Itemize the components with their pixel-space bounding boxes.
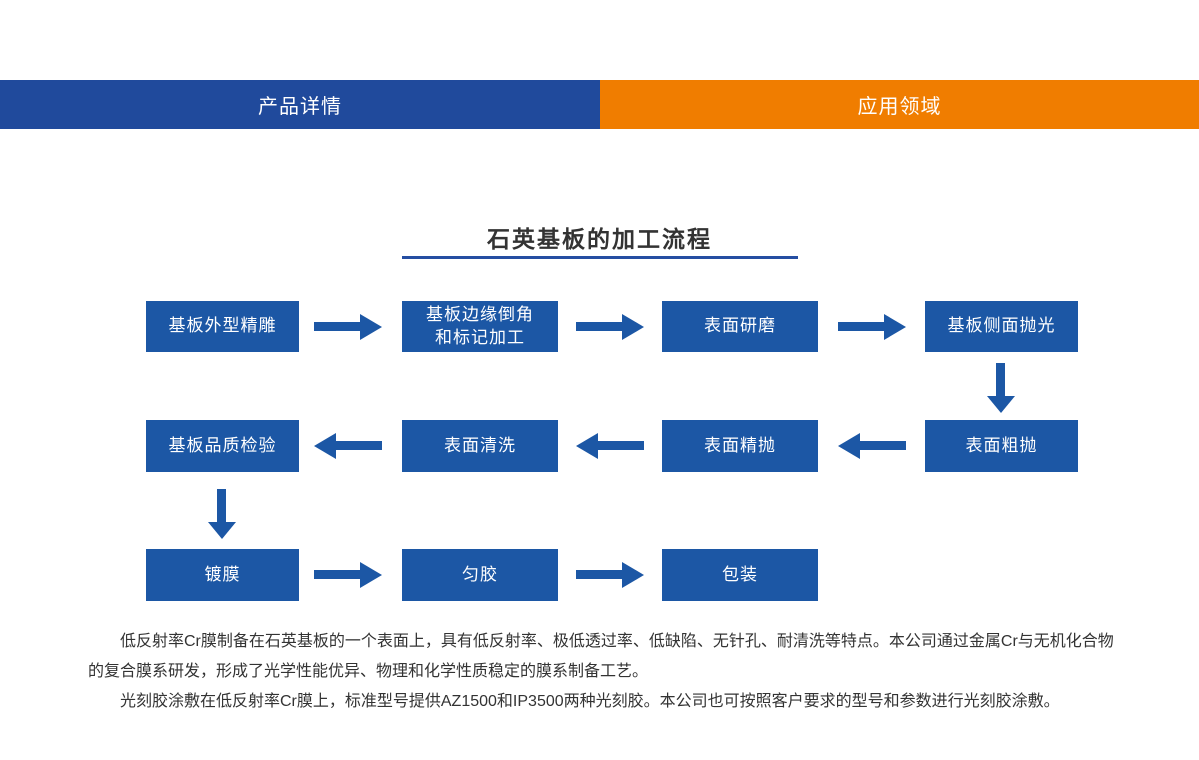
arrow-left-icon xyxy=(838,433,906,459)
flow-step-surface-grinding: 表面研磨 xyxy=(662,301,818,352)
arrow-down-icon xyxy=(208,489,236,539)
arrow-right-icon xyxy=(314,314,382,340)
flow-step-packaging: 包装 xyxy=(662,549,818,601)
flow-step-coating: 镀膜 xyxy=(146,549,299,601)
flow-step-quality-inspection: 基板品质检验 xyxy=(146,420,299,472)
flow-step-side-polishing: 基板侧面抛光 xyxy=(925,301,1078,352)
page-title: 石英基板的加工流程 xyxy=(487,226,712,252)
tab-application-areas[interactable]: 应用领域 xyxy=(600,80,1199,129)
arrow-left-icon xyxy=(576,433,644,459)
flow-step-surface-cleaning: 表面清洗 xyxy=(402,420,558,472)
flow-step-fine-polishing: 表面精抛 xyxy=(662,420,818,472)
flow-step-rough-polishing: 表面粗抛 xyxy=(925,420,1078,472)
flow-step-substrate-outline-carving: 基板外型精雕 xyxy=(146,301,299,352)
arrow-right-icon xyxy=(838,314,906,340)
arrow-right-icon xyxy=(576,314,644,340)
arrow-right-icon xyxy=(314,562,382,588)
tab-bar: 产品详情 应用领域 xyxy=(0,80,1199,129)
tab-product-details[interactable]: 产品详情 xyxy=(0,80,600,129)
description-paragraph-1: 低反射率Cr膜制备在石英基板的一个表面上，具有低反射率、极低透过率、低缺陷、无针… xyxy=(88,633,1114,680)
arrow-down-icon xyxy=(987,363,1015,413)
flow-step-edge-chamfer-marking: 基板边缘倒角 和标记加工 xyxy=(402,301,558,352)
arrow-left-icon xyxy=(314,433,382,459)
flow-step-resist-spreading: 匀胶 xyxy=(402,549,558,601)
arrow-right-icon xyxy=(576,562,644,588)
description-paragraph-2: 光刻胶涂敷在低反射率Cr膜上，标准型号提供AZ1500和IP3500两种光刻胶。… xyxy=(120,693,1060,710)
product-description: 低反射率Cr膜制备在石英基板的一个表面上，具有低反射率、极低透过率、低缺陷、无针… xyxy=(88,627,1114,717)
title-underline xyxy=(402,256,798,259)
